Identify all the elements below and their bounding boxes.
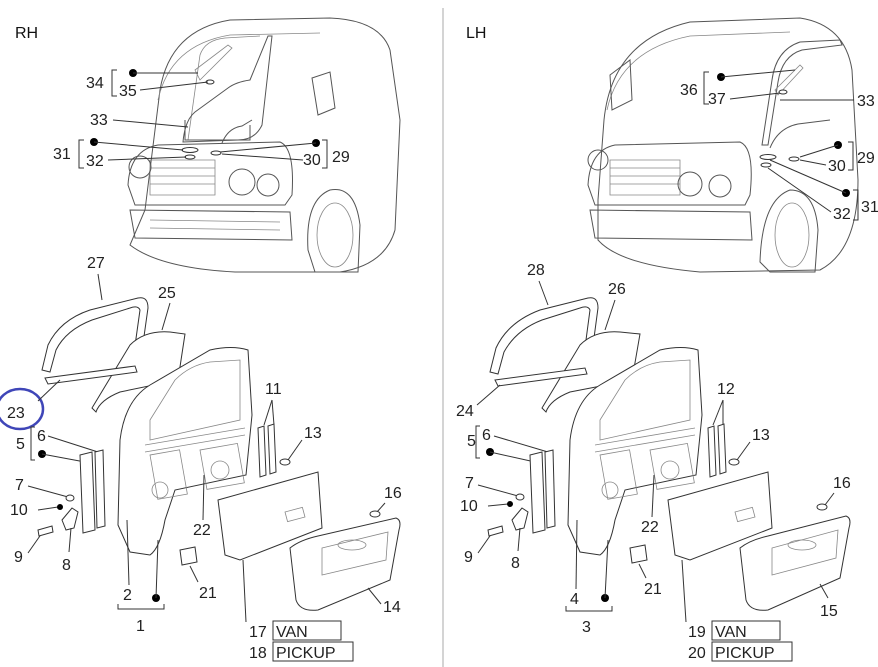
rh-highlight-ring-23 xyxy=(0,387,45,431)
lh-variant-pickup: PICKUP xyxy=(715,645,775,662)
lh-label-6: 6 xyxy=(482,427,491,444)
lh-label-12: 12 xyxy=(717,381,735,398)
lh-panel: LH 36 xyxy=(456,17,878,662)
rh-door-check xyxy=(61,507,79,531)
rh-label-17: 17 xyxy=(249,624,267,641)
lh-glass-seal-strip xyxy=(494,367,588,387)
lh-side-label: LH xyxy=(466,25,486,42)
rh-panel: RH xyxy=(0,17,402,662)
lh-label-15: 15 xyxy=(820,603,838,620)
lh-label-30: 30 xyxy=(828,158,846,175)
lh-label-29: 29 xyxy=(857,150,875,167)
rh-variant-van: VAN xyxy=(276,624,308,641)
lh-variant-van: VAN xyxy=(715,624,747,641)
rh-label-13: 13 xyxy=(304,425,322,442)
rh-top-callouts: 34 35 33 31 32 30 29 xyxy=(53,69,350,170)
lh-seal-pad xyxy=(629,544,648,564)
lh-door-glass xyxy=(541,331,641,413)
lh-hinge-upper xyxy=(529,451,546,534)
rh-label-27: 27 xyxy=(87,255,105,272)
rh-label-6: 6 xyxy=(37,428,46,445)
lh-label-13: 13 xyxy=(752,427,770,444)
lh-label-32: 32 xyxy=(833,206,851,223)
rh-label-16: 16 xyxy=(384,485,402,502)
rh-label-2: 2 xyxy=(123,587,132,604)
lh-inner-weatherstrip-a xyxy=(707,425,717,478)
lh-label-20: 20 xyxy=(688,645,706,662)
rh-label-9: 9 xyxy=(14,549,23,566)
rh-label-33: 33 xyxy=(90,112,108,129)
rh-label-1: 1 xyxy=(136,618,145,635)
rh-truck-drawing xyxy=(127,17,401,273)
rh-glass-seal-strip xyxy=(44,365,138,385)
lh-label-22: 22 xyxy=(641,519,659,536)
rh-label-25: 25 xyxy=(158,285,176,302)
lh-variant-box-pickup xyxy=(711,641,793,662)
lh-label-33: 33 xyxy=(857,93,875,110)
lh-label-26: 26 xyxy=(608,281,626,298)
rh-label-30: 30 xyxy=(303,152,321,169)
lh-label-8: 8 xyxy=(511,555,520,572)
rh-label-29: 29 xyxy=(332,149,350,166)
rh-door-glass xyxy=(91,331,186,413)
lh-truck-drawing xyxy=(587,17,859,273)
rh-hinge-lower xyxy=(94,449,106,529)
lh-trim-insulator xyxy=(667,471,773,561)
rh-label-18: 18 xyxy=(249,645,267,662)
rh-label-8: 8 xyxy=(62,557,71,574)
rh-inner-weatherstrip-a xyxy=(257,425,267,478)
lh-label-28: 28 xyxy=(527,262,545,279)
lh-label-9: 9 xyxy=(464,549,473,566)
rh-variant-box-van xyxy=(272,620,342,641)
rh-inner-weatherstrip-b xyxy=(267,423,277,475)
lh-label-36: 36 xyxy=(680,82,698,99)
lh-label-24: 24 xyxy=(456,403,474,420)
lh-door-trim-panel xyxy=(739,515,851,611)
lh-label-31: 31 xyxy=(861,199,878,216)
rh-door-assembly: 27 25 23 5 6 11 xyxy=(0,255,402,662)
rh-label-11: 11 xyxy=(265,381,282,398)
rh-variant-pickup: PICKUP xyxy=(276,645,336,662)
rh-label-32: 32 xyxy=(86,153,104,170)
rh-side-label: RH xyxy=(15,25,38,42)
lh-inner-weatherstrip-b xyxy=(717,423,727,475)
lh-label-37: 37 xyxy=(708,91,726,108)
lh-door-check xyxy=(511,507,529,531)
lh-label-4: 4 xyxy=(570,591,579,608)
rh-label-10: 10 xyxy=(10,502,28,519)
lh-label-10: 10 xyxy=(460,498,478,515)
lh-label-16: 16 xyxy=(833,475,851,492)
lh-hinge-lower xyxy=(544,449,556,529)
rh-label-35: 35 xyxy=(119,83,137,100)
rh-label-14: 14 xyxy=(383,599,401,616)
lh-label-19: 19 xyxy=(688,624,706,641)
rh-variant-box-pickup xyxy=(272,641,354,662)
rh-label-23: 23 xyxy=(7,405,25,422)
lh-variant-box-van xyxy=(711,620,781,641)
rh-door-trim-panel xyxy=(289,517,401,611)
rh-label-34: 34 xyxy=(86,75,104,92)
lh-label-21: 21 xyxy=(644,581,662,598)
lh-label-7: 7 xyxy=(465,475,474,492)
lh-door-assembly: 28 26 24 5 6 12 xyxy=(456,262,851,662)
rh-seal-pad xyxy=(179,546,198,566)
rh-label-31: 31 xyxy=(53,146,71,163)
lh-label-5: 5 xyxy=(467,433,476,450)
rh-label-21: 21 xyxy=(199,585,217,602)
rh-trim-insulator xyxy=(217,471,323,561)
rh-hinge-upper xyxy=(79,451,96,534)
lh-label-3: 3 xyxy=(582,619,591,636)
rh-label-7: 7 xyxy=(15,477,24,494)
rh-label-5: 5 xyxy=(16,436,25,453)
rh-label-22: 22 xyxy=(193,522,211,539)
lh-top-callouts: 36 37 33 30 29 32 31 xyxy=(680,69,878,223)
